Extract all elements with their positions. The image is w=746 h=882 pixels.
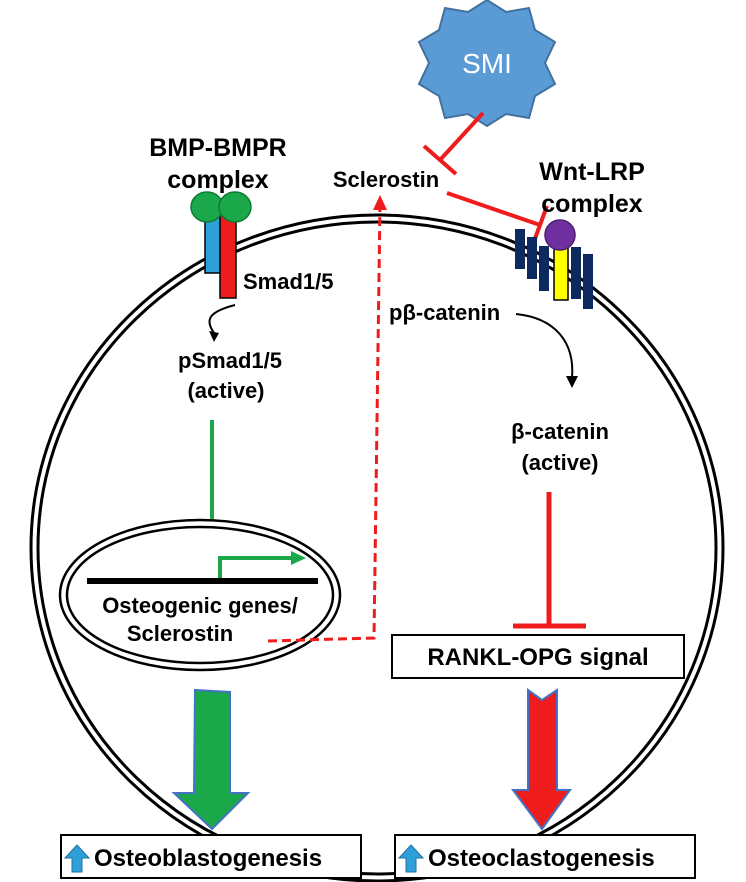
- osteoblastogenesis-box: [60, 834, 362, 879]
- frizzled-segment-4: [571, 247, 581, 299]
- transcription-start: [218, 556, 292, 578]
- frizzled-segment-5: [583, 254, 593, 309]
- bmp-ligand-left: [190, 191, 224, 223]
- osteoblastogenesis-label: Osteoblastogenesis: [94, 845, 322, 872]
- rankl-opg-box: [391, 634, 685, 679]
- osteoclastogenesis-label: Osteoclastogenesis: [428, 845, 655, 872]
- cell-membrane-outer: [29, 213, 725, 882]
- smi-inhibition-line: [438, 111, 485, 162]
- wnt-complex-title-1: Wnt-LRP: [539, 158, 645, 186]
- sclerostin-label: Sclerostin: [333, 167, 439, 192]
- up-arrow-icon: [397, 844, 425, 873]
- sclerostin-secretion-arrowhead: [373, 195, 387, 210]
- transcription-arrowhead: [291, 551, 306, 565]
- osteoblast-block-arrow: [171, 688, 251, 831]
- smad-label: Smad1/5: [243, 269, 334, 294]
- frizzled-segment-3: [539, 246, 549, 291]
- wnt-complex-title-2: complex: [541, 190, 643, 218]
- frizzled-segment-1: [515, 229, 525, 269]
- bmp-complex-title-1: BMP-BMPR: [149, 134, 287, 162]
- bmp-complex-title-2: complex: [167, 166, 269, 194]
- smi-inhibition-bar: [422, 144, 458, 176]
- genes-label-2: Sclerostin: [127, 621, 233, 646]
- sclerostin-inhibition-line: [446, 191, 541, 227]
- genes-label-1: Osteogenic genes/: [102, 593, 298, 618]
- cell-membrane-inner: [36, 220, 718, 876]
- psmad-label-1: pSmad1/5: [178, 348, 282, 373]
- osteoclastogenesis-box: [394, 834, 696, 879]
- bmp-ligand-right: [218, 191, 252, 223]
- nucleus-inner: [65, 525, 335, 665]
- smad-arrowhead: [209, 331, 219, 342]
- wnt-ligand: [544, 219, 576, 251]
- bmpr-blue-receptor: [204, 214, 222, 274]
- smad-phosphorylation-arrow: [208, 304, 236, 334]
- beta-catenin-label-2: (active): [521, 450, 598, 475]
- smi-label: SMI: [462, 48, 512, 79]
- pbeta-catenin-label: pβ-catenin: [389, 300, 500, 325]
- beta-catenin-label-1: β-catenin: [511, 419, 609, 444]
- dephosphorylation-arrowhead: [566, 376, 578, 388]
- sclerostin-secretion-path: [267, 203, 382, 643]
- frizzled-segment-2: [527, 237, 537, 279]
- bmpr-red-receptor: [219, 214, 237, 299]
- osteoclast-block-arrow: [511, 688, 572, 831]
- smi-shape: [417, 0, 557, 128]
- rankl-opg-label: RANKL-OPG signal: [427, 644, 648, 671]
- lrp-yellow-receptor: [553, 247, 569, 301]
- up-arrow-icon: [63, 844, 91, 873]
- dephosphorylation-arrow: [515, 313, 574, 379]
- psmad-label-2: (active): [187, 378, 264, 403]
